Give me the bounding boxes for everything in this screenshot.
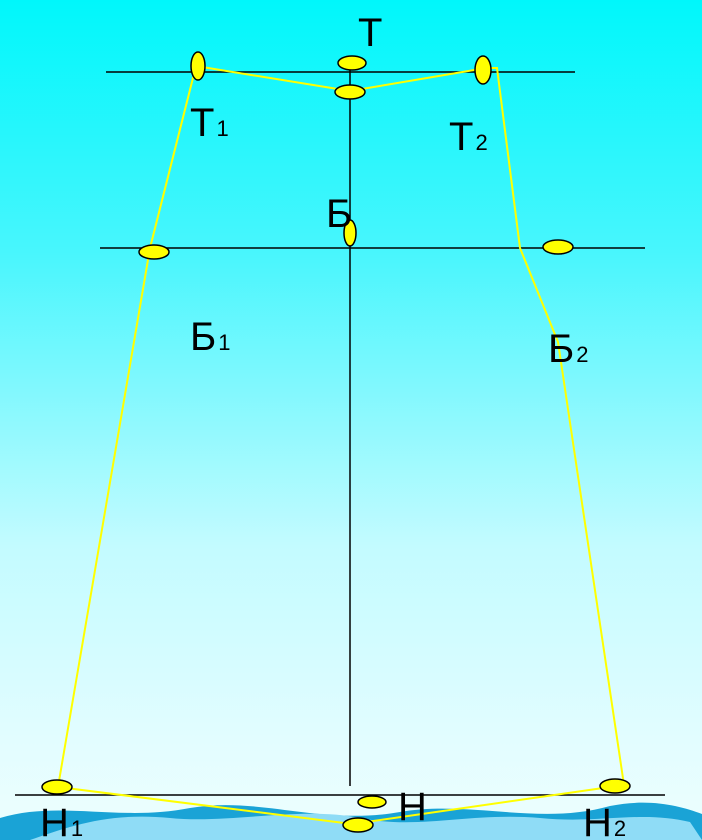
- point-b1: [138, 244, 170, 260]
- skirt-outline: [56, 64, 626, 826]
- label-h1: Н1: [40, 801, 83, 840]
- guide-lines: [15, 68, 665, 796]
- point-t: [337, 55, 367, 71]
- point-t-inner: [334, 84, 366, 100]
- point-labels: Т Т1 Т2 Б Б1 Б2 Н Н1 Н2: [40, 11, 626, 840]
- point-h2: [599, 778, 631, 794]
- label-t1: Т1: [190, 101, 229, 145]
- label-t: Т: [358, 11, 382, 55]
- point-h-inner: [342, 817, 374, 833]
- label-t2: Т2: [449, 115, 488, 159]
- label-h: Н: [398, 785, 427, 829]
- point-t2: [474, 55, 492, 85]
- label-b: Б: [326, 192, 352, 236]
- label-b1: Б1: [190, 315, 231, 359]
- point-b2: [542, 239, 574, 255]
- point-b: [343, 219, 357, 247]
- point-h1: [41, 779, 73, 795]
- construction-points: [41, 51, 631, 833]
- label-h2: Н2: [583, 801, 626, 840]
- point-h: [357, 795, 387, 809]
- point-t1: [190, 51, 206, 81]
- label-b2: Б2: [548, 327, 589, 371]
